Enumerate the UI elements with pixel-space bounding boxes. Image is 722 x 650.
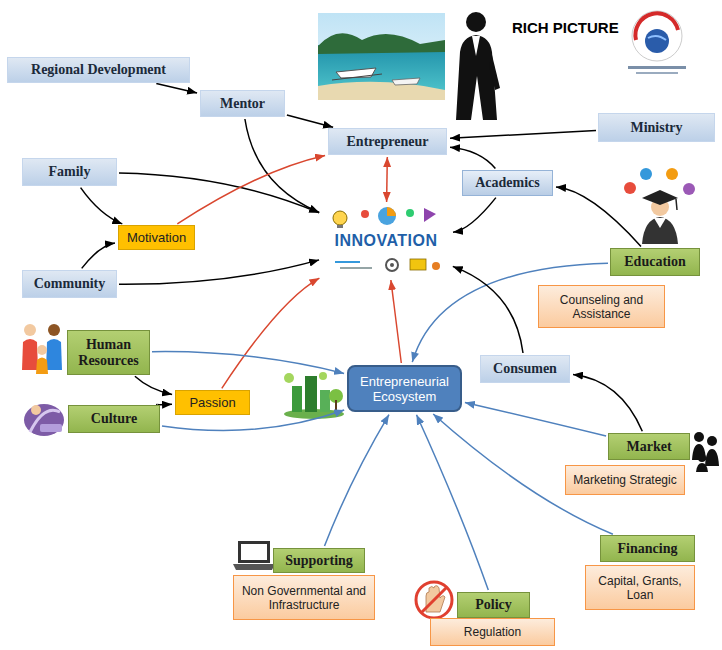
innovation-node: INNOVATION (322, 205, 450, 277)
node-label: Capital, Grants, Loan (590, 574, 690, 602)
actor-box: Regional Development (7, 57, 190, 83)
node-label: Financing (618, 541, 678, 557)
innovation-doodles (333, 207, 440, 271)
factor-box: Supporting (273, 548, 365, 573)
connector (465, 403, 606, 437)
node-label: Human Resources (72, 337, 145, 369)
actor-box: Ministry (598, 113, 715, 142)
node-label: Counseling and Assistance (543, 293, 660, 321)
connector (386, 157, 388, 202)
node-label: Consumen (493, 361, 557, 377)
node-label: INNOVATION (334, 232, 437, 250)
connector (573, 375, 642, 432)
actor-box: Consumen (480, 355, 570, 383)
detail-box: Marketing Strategic (565, 465, 685, 495)
node-label: Entrepreneurial Ecosystem (353, 374, 456, 404)
factor-box: Human Resources (67, 330, 150, 375)
node-label: Academics (475, 175, 540, 191)
node-label: Culture (91, 411, 137, 427)
connector (391, 280, 401, 363)
node-label: Ministry (630, 120, 682, 136)
detail-box: Regulation (430, 618, 555, 646)
actor-box: Entrepreneur (328, 128, 447, 155)
actor-box: Family (22, 158, 117, 186)
node-label: Regulation (464, 625, 521, 639)
connector (119, 260, 319, 284)
connector (222, 278, 320, 388)
graduate-icon (624, 168, 695, 244)
connector (119, 173, 319, 213)
connector (453, 198, 496, 233)
node-label: Entrepreneur (347, 134, 429, 150)
driver-box: Passion (175, 390, 250, 415)
node-label: Supporting (285, 553, 353, 569)
connector (82, 243, 115, 268)
connector (556, 187, 641, 246)
factor-box: Policy (457, 592, 530, 618)
ministry-logo (628, 11, 686, 74)
connector (135, 376, 172, 394)
factor-box: Culture (68, 405, 160, 433)
factor-box: Education (610, 248, 700, 276)
connector (152, 352, 344, 374)
beach-photo (318, 13, 445, 100)
diagram-title: RICH PICTURE (512, 19, 619, 36)
detail-box: Non Governmental and Infrastructure (233, 575, 375, 620)
node-label: Community (34, 276, 106, 292)
connector (417, 415, 489, 590)
connector (81, 188, 123, 224)
family-icon (22, 324, 62, 374)
connector (453, 266, 523, 353)
node-label: Market (626, 439, 671, 455)
actor-box: Mentor (200, 90, 285, 117)
driver-box: Motivation (118, 225, 195, 250)
laptop-icon (233, 541, 275, 570)
connector (177, 156, 325, 224)
people-icon (692, 432, 719, 472)
factor-box: Financing (600, 535, 695, 562)
node-label: Family (49, 164, 91, 180)
node-label: Passion (189, 395, 235, 410)
factor-box: Market (608, 433, 690, 460)
actor-box: Academics (462, 170, 553, 196)
node-label: Marketing Strategic (573, 473, 676, 487)
node-label: Motivation (127, 230, 186, 245)
green-city-icon (284, 372, 344, 419)
ecosystem-box: Entrepreneurial Ecosystem (347, 365, 462, 412)
culture-icon (24, 404, 64, 436)
node-label: Mentor (220, 96, 265, 112)
node-label: Non Governmental and Infrastructure (238, 584, 370, 612)
node-label: Education (624, 254, 685, 270)
node-label: Regional Development (31, 62, 166, 78)
connector (325, 415, 390, 546)
detail-box: Capital, Grants, Loan (585, 565, 695, 610)
detail-box: Counseling and Assistance (538, 285, 665, 328)
stop-hand-icon (416, 582, 452, 618)
node-label: Policy (475, 597, 512, 613)
connector (450, 131, 596, 139)
connector (156, 84, 197, 93)
connector (450, 147, 495, 168)
actor-box: Community (22, 270, 117, 298)
businessman-silhouette (456, 12, 500, 120)
connector (287, 115, 333, 127)
